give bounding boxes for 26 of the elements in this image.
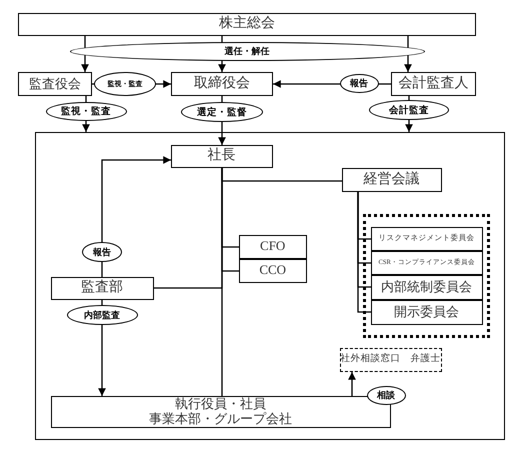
edge-label: 選任・解任 bbox=[70, 42, 424, 60]
org-box: 監査役会 bbox=[18, 72, 92, 96]
edge-label: 会計監査 bbox=[369, 100, 449, 120]
box-text: 事業本部・グループ会社 bbox=[149, 412, 292, 427]
org-box: 社長 bbox=[170, 144, 273, 168]
edge-label: 監視・監査 bbox=[46, 102, 126, 120]
edge-label: 内部監査 bbox=[66, 305, 138, 325]
edge-label: 相談 bbox=[366, 386, 406, 404]
arrow bbox=[348, 372, 356, 396]
org-box: 開示委員会 bbox=[370, 300, 483, 325]
connector-line bbox=[221, 168, 223, 396]
org-box: 株主総会 bbox=[18, 13, 476, 36]
org-box: 社外相談窓口 弁護士 bbox=[340, 348, 442, 372]
org-box: CFO bbox=[238, 234, 307, 259]
org-box: CCO bbox=[238, 258, 307, 283]
edge-label: 報告 bbox=[340, 74, 378, 92]
edge-label: 選定・監督 bbox=[181, 102, 263, 122]
connector-line bbox=[357, 192, 371, 313]
org-box: 会計監査人 bbox=[391, 72, 476, 96]
group-frame bbox=[362, 214, 490, 338]
edge-label: 報告 bbox=[82, 242, 122, 262]
org-box: 取締役会 bbox=[171, 72, 273, 96]
org-box: 監査部 bbox=[50, 276, 154, 300]
box-text: 執行役員・社員 bbox=[175, 396, 266, 412]
org-box: 内部統制委員会 bbox=[370, 274, 483, 300]
org-box: 経営会議 bbox=[342, 168, 442, 192]
